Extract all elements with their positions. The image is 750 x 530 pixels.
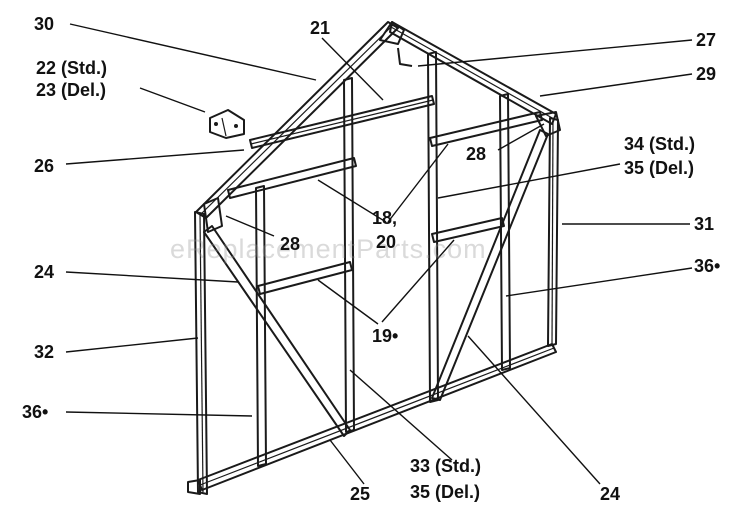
right-diagonal-brace — [431, 129, 549, 401]
left-stud — [255, 185, 267, 467]
callout-25: 25 — [350, 484, 371, 504]
callout-35-del-lower: 35 (Del.) — [410, 482, 481, 502]
callout-36-left: 36• — [22, 402, 49, 422]
callout-36-right: 36• — [694, 256, 721, 276]
left-upper-bar — [227, 157, 357, 199]
callout-18: 18, — [372, 208, 398, 228]
upper-cross-bar — [249, 95, 435, 149]
callout-29: 29 — [696, 64, 717, 84]
left-lower-bar — [257, 261, 353, 295]
eave-corner-bracket — [535, 111, 561, 137]
left-rafter — [195, 21, 399, 219]
callout-22-std: 22 (Std.) — [36, 58, 108, 78]
loose-bracket — [209, 109, 245, 139]
right-corner-post — [547, 117, 559, 347]
watermark: eReplacementParts.com — [170, 234, 487, 264]
callout-32: 32 — [34, 342, 55, 362]
callout-24-right: 24 — [600, 484, 621, 504]
callout-23-del: 23 (Del.) — [36, 80, 107, 100]
callout-20: 20 — [376, 232, 397, 252]
callout-34-std: 34 (Std.) — [624, 134, 696, 154]
callout-19: 19• — [372, 326, 399, 346]
callout-35-del-upper: 35 (Del.) — [624, 158, 695, 178]
callout-33-std: 33 (Std.) — [410, 456, 482, 476]
callout-28-lower: 28 — [280, 234, 301, 254]
left-brace-bracket — [203, 197, 223, 233]
ridge-bracket — [379, 21, 413, 67]
callout-28-upper: 28 — [466, 144, 487, 164]
right-rafter — [389, 21, 557, 125]
leader-lines — [65, 23, 693, 485]
callout-26: 26 — [34, 156, 55, 176]
left-diagonal-brace — [203, 225, 351, 437]
callout-27: 27 — [696, 30, 717, 50]
callout-30: 30 — [34, 14, 55, 34]
right-lower-bar — [431, 217, 505, 243]
right-stud — [499, 93, 511, 371]
callout-31: 31 — [694, 214, 715, 234]
center-left-stud — [343, 77, 355, 433]
callout-21: 21 — [310, 18, 331, 38]
base-sill — [187, 343, 557, 495]
callout-24-left: 24 — [34, 262, 55, 282]
right-upper-bar — [429, 111, 543, 147]
